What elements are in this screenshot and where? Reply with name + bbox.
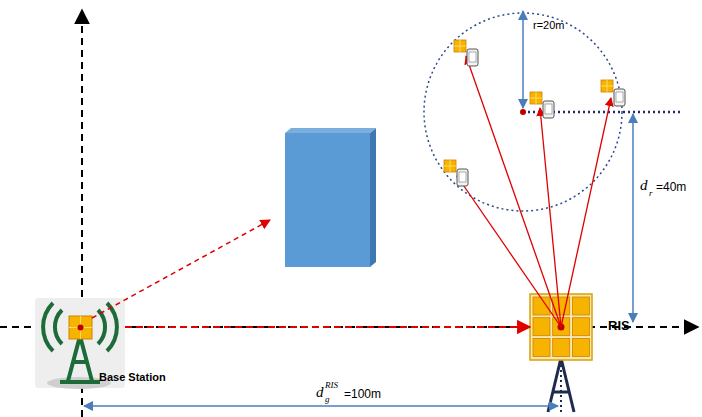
base-station-tower — [43, 303, 53, 351]
building-blocker — [285, 128, 376, 133]
radius-dimension — [522, 11, 524, 108]
building-blocker — [370, 128, 376, 267]
ris-panel — [572, 318, 589, 336]
user-equipment — [459, 172, 466, 182]
user-equipment — [469, 52, 476, 62]
base-station-node: Base Station — [35, 298, 125, 388]
reflected-beams — [561, 98, 611, 327]
user-equipment — [601, 80, 625, 106]
distance-symbol: d — [316, 385, 324, 400]
height-dimension — [633, 114, 634, 322]
user-equipment — [454, 40, 478, 66]
user-equipment — [601, 86, 613, 87]
user-equipment — [467, 49, 478, 66]
distance-dimension — [84, 406, 558, 407]
reflected-beams — [466, 56, 561, 327]
height-subscript: r — [649, 189, 653, 198]
user-equipment — [457, 169, 468, 186]
user-equipment — [616, 92, 623, 102]
reflected-beams — [457, 176, 561, 327]
coordinate-axes — [0, 10, 698, 417]
ris-tower — [548, 358, 561, 412]
user-equipment — [545, 104, 552, 114]
ris-axis-dotted — [561, 360, 562, 414]
user-equipment — [530, 98, 542, 99]
coverage-circle — [520, 109, 526, 115]
reflected-beams — [457, 56, 611, 327]
user-equipment — [530, 92, 542, 104]
distance-dimension — [84, 405, 558, 407]
signal-connector — [125, 326, 530, 328]
reflected-beams — [540, 108, 561, 327]
base-station-tower — [60, 380, 100, 384]
ris-panel — [553, 338, 570, 356]
base-station-tower — [98, 310, 105, 344]
user-equipment — [444, 166, 456, 167]
base-station-panel — [69, 316, 92, 339]
base-station-tower — [68, 336, 80, 381]
user-equipment — [454, 40, 466, 52]
ris-node: RIS — [530, 294, 592, 360]
height-value: =40m — [656, 181, 686, 193]
user-equipment — [543, 101, 554, 118]
base-station-tower — [55, 310, 62, 344]
height-symbol: d — [640, 178, 648, 193]
user-equipment — [614, 89, 625, 106]
base-station-tower — [43, 303, 117, 382]
base-station-panel — [69, 316, 92, 339]
ris-tower — [561, 358, 574, 412]
user-equipment — [530, 92, 554, 118]
user-equipment — [444, 160, 456, 172]
user-equipment — [601, 80, 613, 92]
ris-panel — [533, 338, 550, 356]
base-station-tower — [80, 336, 92, 381]
user-equipment — [444, 160, 468, 186]
ris-axis-dotted — [560, 360, 562, 414]
node-label: RIS — [608, 318, 630, 333]
distance-subscript: g — [325, 395, 330, 404]
red-dashed-beam — [92, 220, 270, 318]
base-station-panel — [78, 325, 84, 331]
red-dashed-beam — [92, 220, 270, 318]
user-equipment — [454, 46, 466, 47]
distance-superscript: RIS — [325, 381, 338, 390]
node-label: Base Station — [99, 371, 166, 383]
radius-label: r=20m — [533, 20, 565, 31]
radius-dimension — [523, 11, 524, 108]
user-equipment — [444, 40, 625, 186]
building-blocker — [285, 128, 376, 267]
height-dimension — [632, 114, 634, 322]
coverage-circle — [424, 13, 682, 211]
ris-panel — [533, 318, 550, 336]
ris-panel — [572, 338, 589, 356]
building-blocker — [285, 133, 370, 267]
base-station-tower — [72, 360, 88, 364]
distance-value: =100m — [344, 388, 381, 400]
base-station-tower — [107, 303, 117, 351]
ris-panel — [572, 297, 589, 315]
